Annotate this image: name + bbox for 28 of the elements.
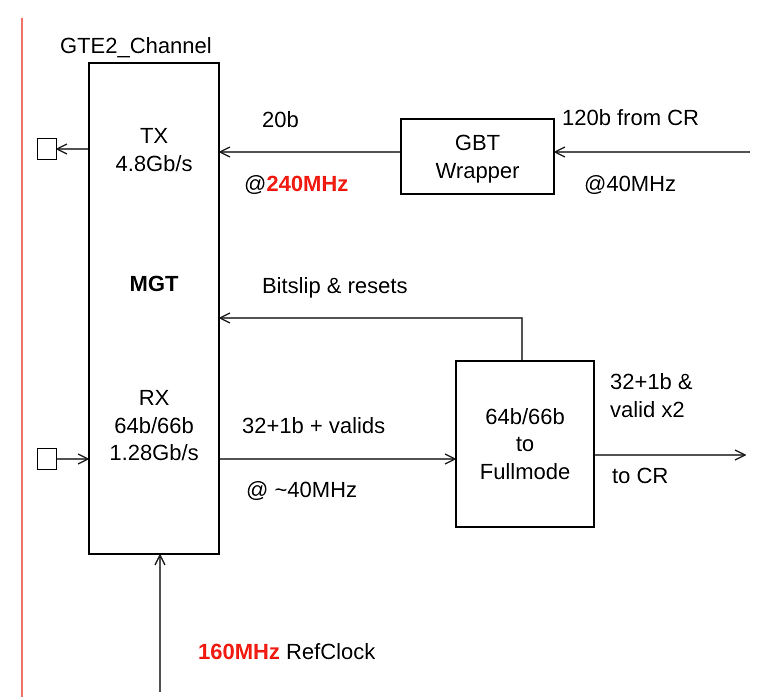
arrow	[554, 146, 750, 158]
block-title: GTE2_Channel	[60, 32, 213, 60]
box-label: 64b/66b to Fullmode	[478, 402, 572, 486]
process-box	[455, 360, 595, 528]
rate-note: to CR	[612, 462, 670, 490]
rate-note: @40MHz	[584, 170, 678, 198]
port-square	[37, 138, 57, 160]
block-name: MGT	[128, 270, 180, 298]
arrow	[56, 143, 88, 155]
process-box	[400, 118, 555, 195]
edge-label: 160MHz RefClock	[198, 638, 376, 666]
arrow	[219, 312, 523, 360]
edge-label: 120b from CR	[562, 104, 700, 132]
arrow	[219, 146, 400, 158]
arrow	[154, 554, 166, 692]
arrow	[220, 453, 456, 465]
port-square	[37, 448, 57, 470]
arrow	[57, 453, 89, 465]
edge-label: 32+1b + valids	[242, 412, 386, 440]
edge-label: 32+1b & valid x2	[610, 368, 694, 423]
rate-note: @240MHz	[244, 170, 350, 198]
arrow	[595, 449, 746, 461]
edge-label: Bitslip & resets	[262, 272, 408, 300]
block-description: TX 4.8Gb/s	[114, 122, 194, 177]
box-label: GBT Wrapper	[434, 129, 520, 184]
edge-label: 20b	[262, 106, 300, 134]
block-description: RX 64b/66b 1.28Gb/s	[108, 384, 200, 466]
rate-note: @ ~40MHz	[246, 476, 358, 504]
